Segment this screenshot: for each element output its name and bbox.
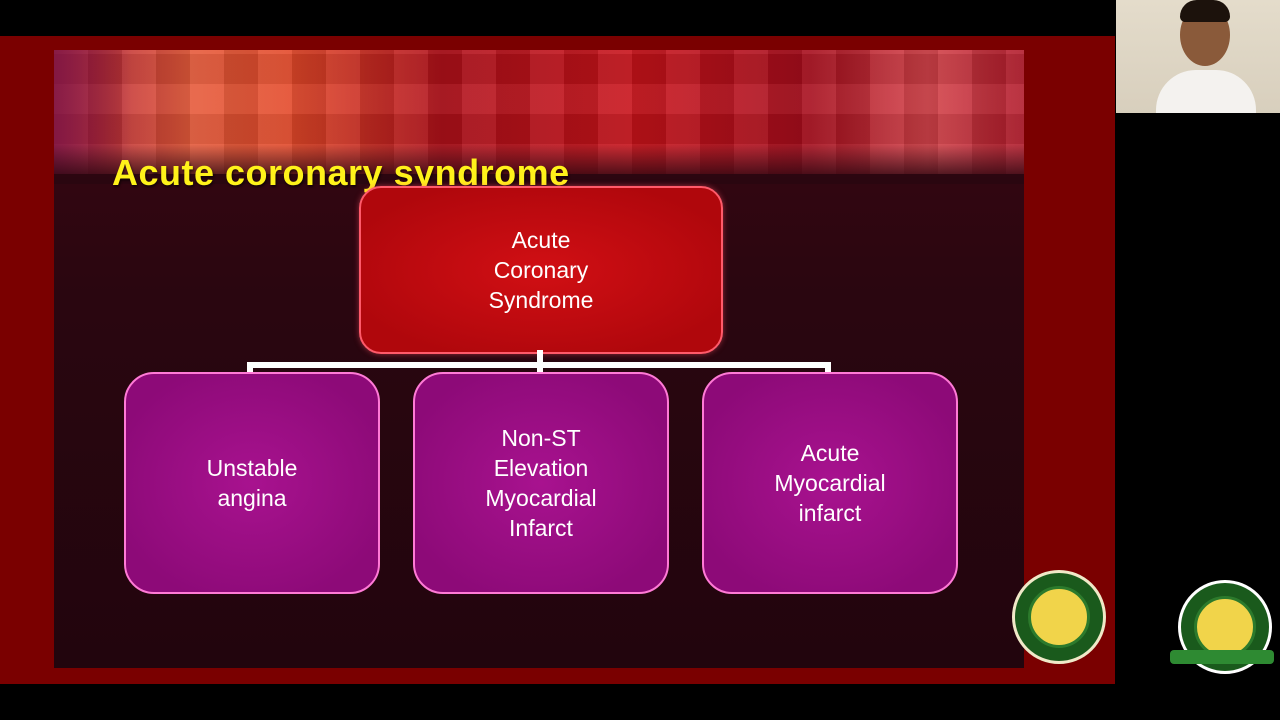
diagram-node-label: Acute Myocardial infarct	[774, 440, 886, 526]
diagram-root-node: Acute Coronary Syndrome	[359, 186, 723, 354]
logo-ribbon	[1170, 650, 1274, 664]
presenter-body	[1156, 70, 1256, 113]
presentation-stage: Acute coronary syndrome Acute Coronary S…	[0, 36, 1115, 684]
connector-middle	[537, 362, 543, 374]
diagram-root-label: Acute Coronary Syndrome	[488, 227, 594, 313]
logo-emblem	[1194, 596, 1256, 658]
diagram-node-nstemi: Non-ST Elevation Myocardial Infarct	[413, 372, 669, 594]
connector-left	[247, 362, 253, 374]
diagram-node-unstable-angina: Unstable angina	[124, 372, 380, 594]
diagram-node-acute-mi: Acute Myocardial infarct	[702, 372, 958, 594]
seal-emblem	[1028, 586, 1090, 648]
slide: Acute coronary syndrome Acute Coronary S…	[54, 50, 1024, 668]
diagram-node-label: Unstable angina	[206, 455, 298, 511]
presenter-webcam	[1116, 0, 1280, 113]
diagram-node-label: Non-ST Elevation Myocardial Infarct	[485, 425, 597, 541]
presenter-hair	[1180, 0, 1230, 22]
slide-banner-fade	[54, 144, 1024, 184]
university-seal-icon	[1012, 570, 1106, 664]
connector-right	[825, 362, 831, 374]
connector-vertical-root	[537, 350, 543, 368]
university-logo-icon	[1170, 580, 1274, 676]
